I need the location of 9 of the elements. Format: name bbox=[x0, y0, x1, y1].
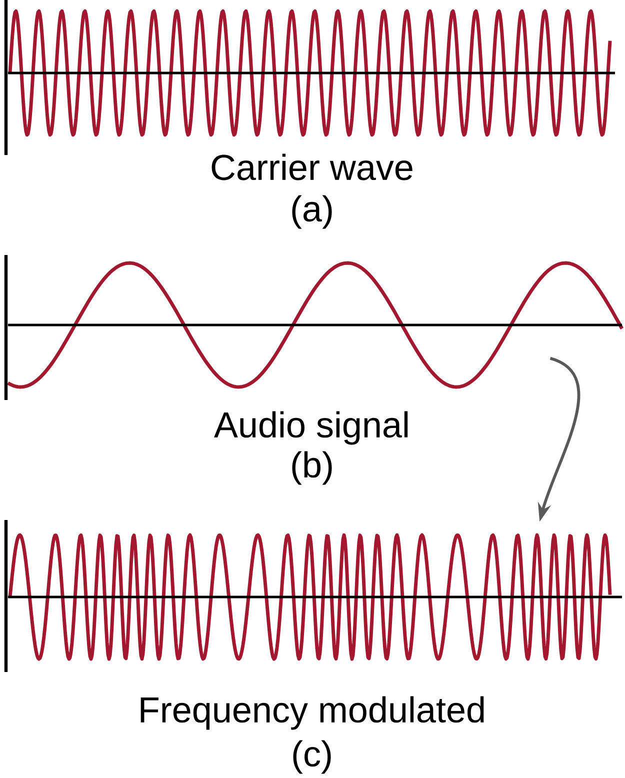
node-label: (a) bbox=[292, 195, 332, 229]
node-label: Audio signal bbox=[214, 411, 408, 445]
node-label: (b) bbox=[292, 451, 332, 485]
node-label: Frequency modulated bbox=[140, 696, 484, 730]
wave-drawing bbox=[4, 520, 622, 672]
node-label: (c) bbox=[293, 740, 331, 774]
wave-drawing bbox=[4, 255, 624, 400]
wave-drawing bbox=[4, 0, 615, 155]
node-label: Carrier wave bbox=[212, 154, 412, 180]
